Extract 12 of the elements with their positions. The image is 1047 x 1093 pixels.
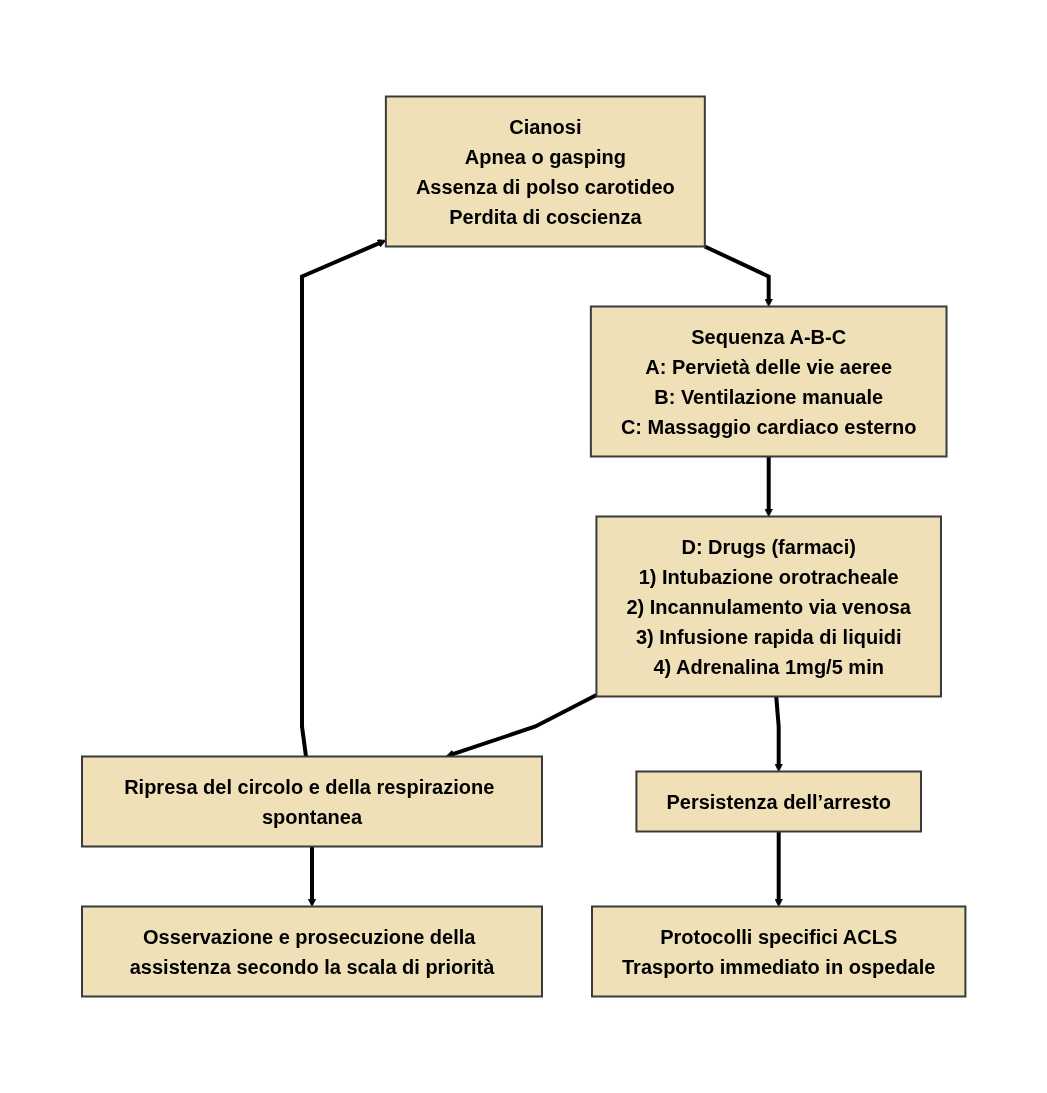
node-box: D: Drugs (farmaci) 1) Intubazione orotracheale 2) Incannulamento via venosa 3) Infusione rapida di liquidi 4) Adrenalina 1mg/5 min [595, 515, 942, 698]
arrow [307, 846, 317, 907]
arrow [774, 696, 783, 772]
node-box: Sequenza A-B-C A: Pervietà delle vie aeree B: Ventilazione manuale C: Massaggio cardiaco esterno [589, 305, 948, 458]
arrow [764, 456, 773, 517]
node-box: Ripresa del circolo e della respirazione spontanea [80, 755, 543, 848]
node-box: Osservazione e prosecuzione della assistenza secondo la scala di priorità [80, 905, 543, 998]
node-box: Persistenza dell’arresto [635, 770, 922, 833]
node-box: Protocolli specifici ACLS Trasporto immediato in ospedale [590, 905, 967, 998]
node-box: Cianosi Apnea o gasping Assenza di polso carotideo Perdita di coscienza [384, 95, 706, 248]
arrow [703, 244, 773, 307]
arrow [774, 831, 783, 907]
